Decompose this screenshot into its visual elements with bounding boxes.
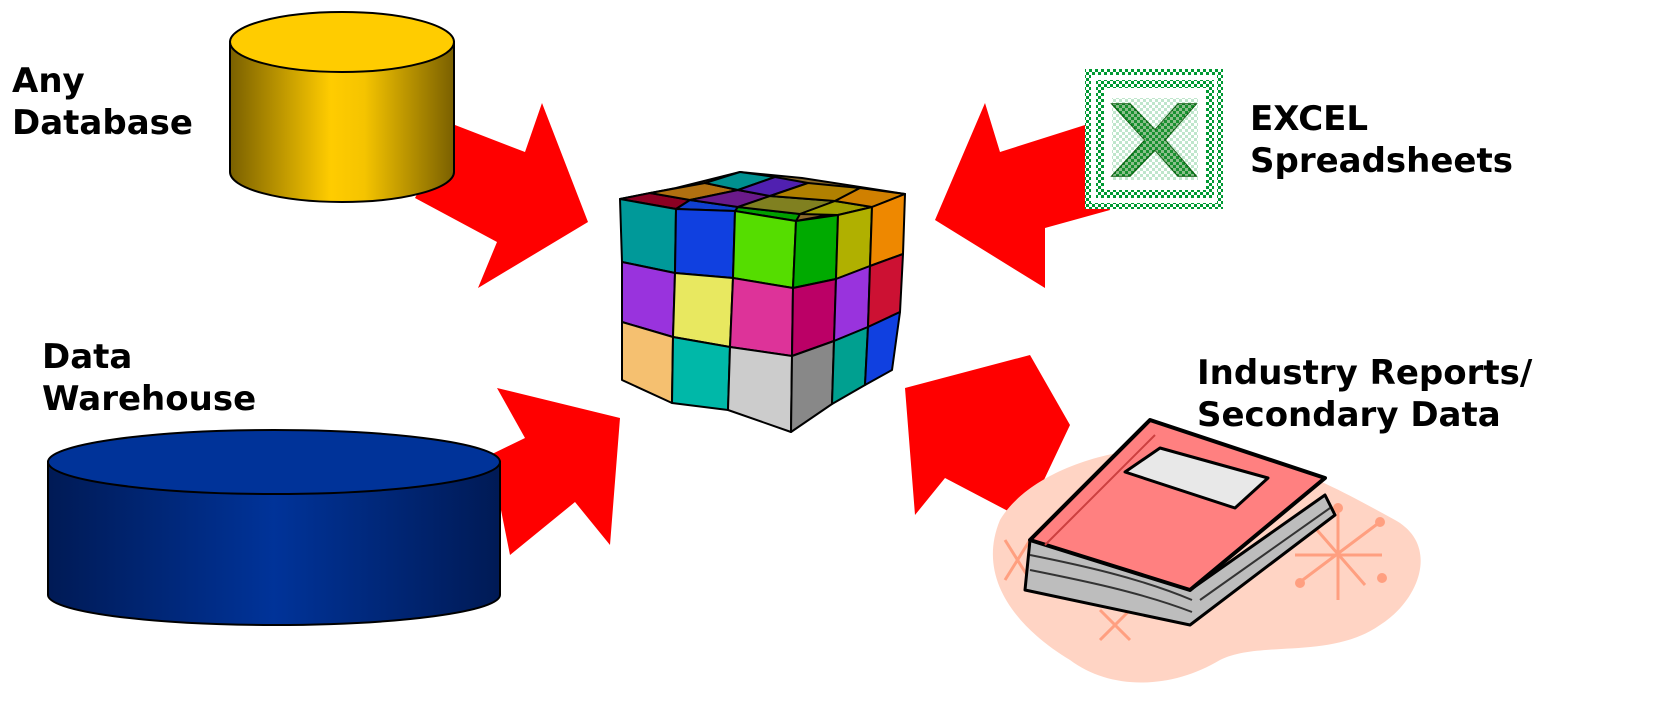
data-cube-icon (619, 171, 906, 433)
label-data-warehouse: Data Warehouse (42, 336, 256, 420)
arrow-from-database (415, 103, 588, 288)
label-line: Spreadsheets (1250, 141, 1513, 181)
label-line: Any (12, 61, 85, 101)
label-excel: EXCEL Spreadsheets (1250, 98, 1513, 182)
label-any-database: Any Database (12, 60, 193, 144)
arrow-from-warehouse (490, 388, 620, 555)
label-line: Warehouse (42, 379, 257, 419)
label-line: Industry Reports/ (1197, 353, 1533, 393)
arrow-from-reports (905, 355, 1070, 520)
database-cylinder-icon (229, 11, 455, 203)
label-line: Data (42, 337, 133, 377)
label-industry-reports: Industry Reports/ Secondary Data (1197, 352, 1532, 436)
data-warehouse-cylinder-icon (47, 429, 501, 626)
excel-icon (1085, 69, 1223, 209)
book-icon (992, 418, 1421, 683)
arrow-from-excel (935, 103, 1110, 288)
label-line: Database (12, 103, 193, 143)
label-line: EXCEL (1250, 99, 1369, 139)
label-line: Secondary Data (1197, 395, 1501, 435)
